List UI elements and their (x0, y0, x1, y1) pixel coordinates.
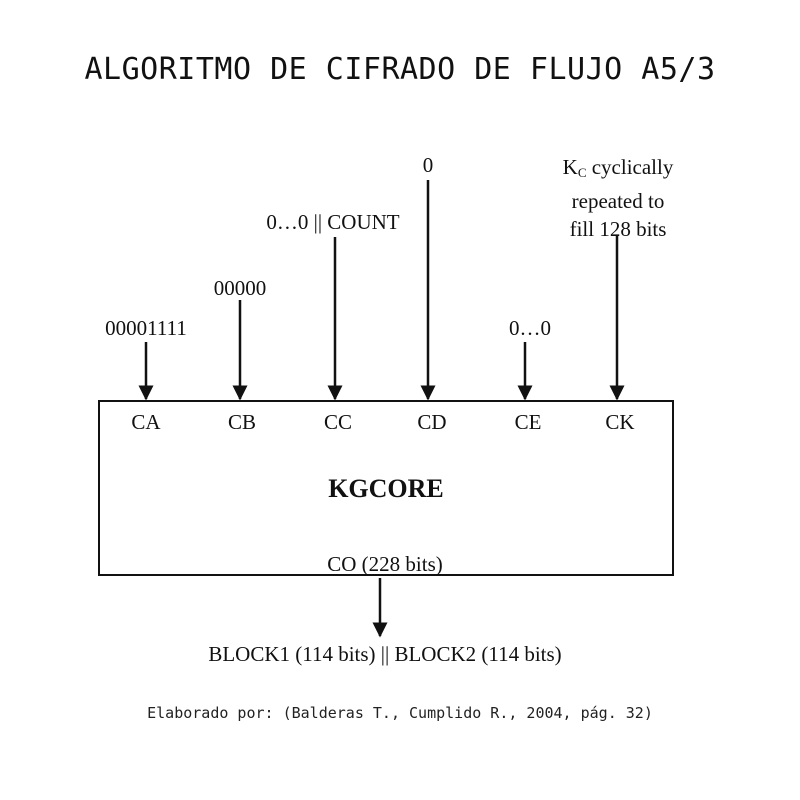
input-value-cc: 0…0 || COUNT (266, 210, 400, 234)
port-ce: CE (514, 410, 542, 434)
key-line2: repeated to (571, 189, 665, 213)
port-cc: CC (323, 410, 352, 434)
input-value-cd: 0 (422, 153, 434, 177)
kgcore-title: KGCORE (328, 474, 444, 503)
key-line1: cyclically (586, 155, 674, 179)
source-caption: Elaborado por: (Balderas T., Cumplido R.… (147, 704, 653, 722)
port-ca: CA (131, 410, 161, 434)
input-value-ca: 00001111 (105, 316, 187, 340)
key-input-label: KC cyclically repeated to fill 128 bits (538, 153, 698, 243)
input-value-ce: 0…0 (509, 316, 551, 340)
key-subscript: C (577, 165, 587, 180)
port-ck: CK (605, 410, 635, 434)
port-cd: CD (417, 410, 447, 434)
output-blocks: BLOCK1 (114 bits) || BLOCK2 (114 bits) (208, 642, 562, 666)
input-value-cb: 00000 (213, 276, 267, 300)
port-cb: CB (227, 410, 256, 434)
output-port: CO (228 bits) (327, 552, 443, 576)
key-k: K (562, 155, 578, 179)
page-title: ALGORITMO DE CIFRADO DE FLUJO A5/3 (84, 52, 716, 87)
kgcore-box (98, 400, 674, 576)
